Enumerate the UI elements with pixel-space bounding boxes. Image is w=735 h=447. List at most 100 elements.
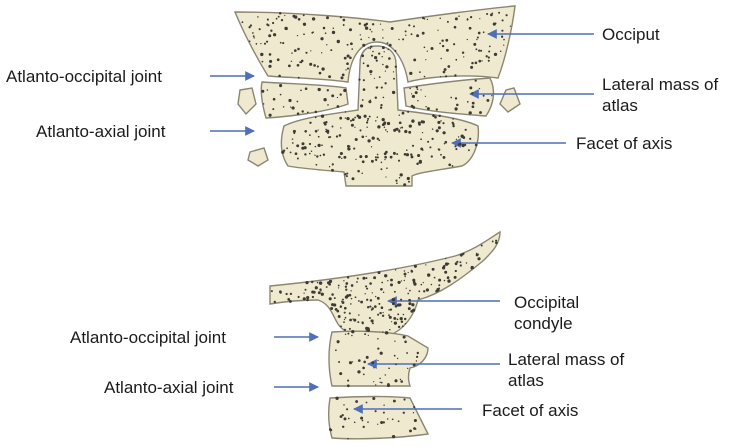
bone-pore bbox=[309, 143, 311, 145]
bone-pore bbox=[405, 323, 406, 324]
bone-pore bbox=[295, 152, 298, 155]
bone-pore bbox=[242, 21, 244, 23]
label-occipital-condyle: Occipital condyle bbox=[514, 292, 579, 334]
bone-pore bbox=[436, 108, 438, 110]
bone-pore bbox=[397, 281, 400, 284]
bone-pore bbox=[383, 404, 384, 405]
bone-pore bbox=[297, 158, 299, 160]
bone-pore bbox=[411, 303, 414, 306]
bone-pore bbox=[424, 76, 426, 78]
bone-pore bbox=[494, 53, 497, 56]
bone-pore bbox=[294, 49, 297, 52]
bone-pore bbox=[346, 175, 348, 177]
bone-pore bbox=[325, 129, 327, 131]
bone-pore bbox=[442, 131, 445, 134]
bone-pore bbox=[412, 106, 415, 109]
bone-pore bbox=[349, 361, 352, 364]
bone-pore bbox=[436, 129, 439, 132]
bone-pore bbox=[377, 314, 379, 316]
bone-pore bbox=[401, 320, 403, 322]
bone-pore bbox=[338, 285, 340, 287]
bone-pore bbox=[367, 65, 370, 68]
bone-pore bbox=[357, 170, 360, 173]
bone-pore bbox=[340, 117, 341, 118]
bone-pore bbox=[456, 139, 457, 140]
bone-pore bbox=[460, 264, 462, 266]
bone-pore bbox=[330, 307, 333, 310]
bone-pore bbox=[427, 107, 430, 110]
bone-pore bbox=[452, 118, 454, 120]
bone-pore bbox=[421, 120, 424, 123]
bone-pore bbox=[273, 98, 276, 101]
bone-pore bbox=[280, 42, 282, 44]
bone-pore bbox=[349, 56, 352, 59]
bone-pore bbox=[274, 301, 276, 303]
bone-pore bbox=[463, 56, 464, 57]
bone-pore bbox=[458, 15, 459, 16]
bone-pore bbox=[331, 293, 334, 296]
bone-pore bbox=[346, 172, 348, 174]
bone-pore bbox=[413, 406, 415, 408]
bone-pore bbox=[412, 145, 414, 147]
bone-pore bbox=[495, 22, 497, 24]
bone-pore bbox=[309, 122, 311, 124]
bone-pore bbox=[377, 297, 378, 298]
bone-pore bbox=[340, 325, 342, 327]
label-lateral-mass-top-line2: atlas bbox=[602, 95, 718, 116]
bone-pore bbox=[407, 293, 409, 295]
bone-pore bbox=[363, 361, 366, 364]
bone-pore bbox=[315, 117, 317, 119]
bone-pore bbox=[375, 410, 377, 412]
bone-pore bbox=[323, 98, 326, 101]
bone-pore bbox=[343, 404, 345, 406]
bone-pore bbox=[374, 78, 375, 79]
bone-pore bbox=[342, 299, 344, 301]
bone-pore bbox=[491, 95, 492, 96]
bone-pore bbox=[347, 44, 349, 46]
bone-pore bbox=[358, 300, 360, 302]
bone-pore bbox=[425, 59, 426, 60]
bone-pore bbox=[336, 310, 339, 313]
bone-pore bbox=[330, 49, 332, 51]
bone-pore bbox=[345, 117, 346, 118]
bone-pore bbox=[317, 66, 319, 68]
bone-pore bbox=[439, 17, 441, 19]
bone-pore bbox=[450, 97, 452, 99]
bone-pore bbox=[380, 382, 381, 383]
bone-pore bbox=[263, 103, 265, 105]
bone-pore bbox=[361, 172, 363, 174]
bone-pore bbox=[438, 126, 441, 129]
bone-pore bbox=[442, 45, 444, 47]
bone-pore bbox=[375, 120, 376, 121]
bone-pore bbox=[495, 242, 498, 245]
bone-pore bbox=[296, 144, 299, 147]
bone-pore bbox=[477, 257, 480, 260]
bone-pore bbox=[319, 72, 322, 75]
bone-pore bbox=[394, 379, 397, 382]
bone-pore bbox=[471, 62, 473, 64]
bone-pore bbox=[347, 380, 349, 382]
bone-pore bbox=[455, 107, 458, 110]
bone-pore bbox=[321, 52, 322, 53]
bone-pore bbox=[394, 50, 396, 52]
bone-pore bbox=[394, 355, 396, 357]
bone-pore bbox=[361, 321, 363, 323]
bone-pore bbox=[492, 240, 494, 242]
label-facet-of-axis-top: Facet of axis bbox=[576, 133, 672, 154]
bone-pore bbox=[387, 122, 390, 125]
bone-pore bbox=[369, 116, 371, 118]
bone-pore bbox=[347, 68, 349, 70]
bone-pore bbox=[382, 37, 383, 38]
bone-pore bbox=[269, 114, 272, 117]
bone-pore bbox=[339, 372, 342, 375]
bone-pore bbox=[362, 160, 365, 163]
bone-pore bbox=[408, 131, 411, 134]
bone-pore bbox=[361, 54, 364, 57]
bone-pore bbox=[341, 76, 344, 79]
bone-pore bbox=[400, 173, 403, 176]
bone-pore bbox=[362, 99, 364, 101]
bone-pore bbox=[431, 138, 433, 140]
bone-pore bbox=[398, 326, 400, 328]
bone-pore bbox=[271, 290, 273, 292]
bone-pore bbox=[372, 136, 375, 139]
